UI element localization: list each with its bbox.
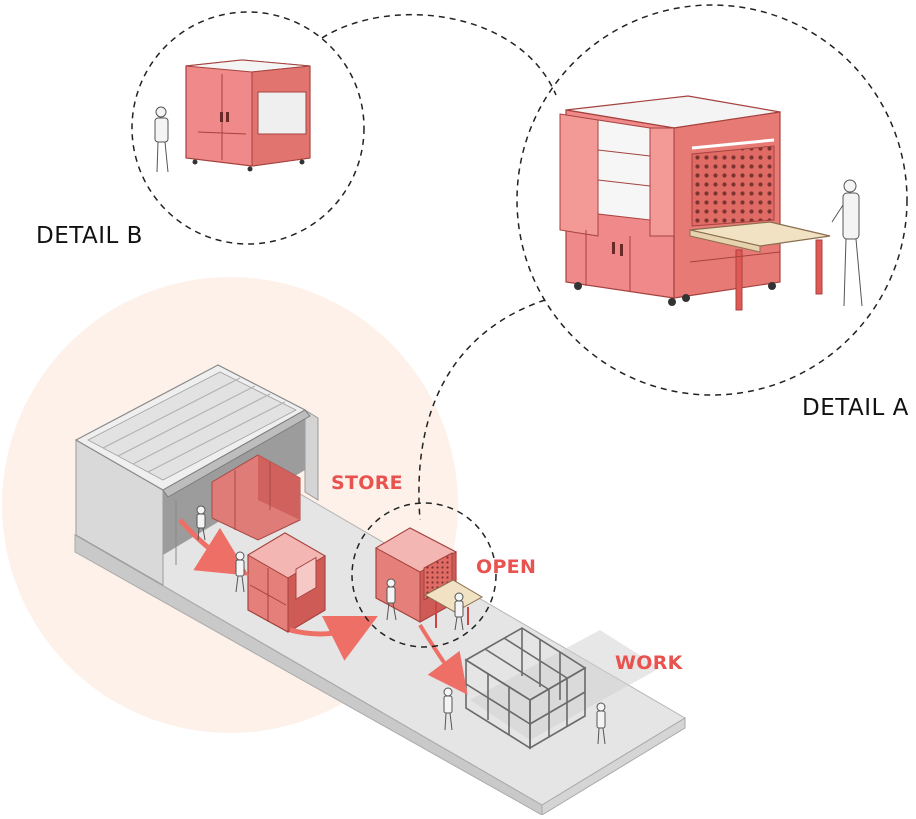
person-near-building [196,505,206,541]
store-stage-label: STORE [331,472,403,494]
person-at-frame-right [596,702,606,745]
open-stage-callout-circle [351,502,497,648]
person-pushing-cabinet [235,551,245,593]
cabinet-in-transit [247,532,326,633]
detail-a-label: DETAIL A [802,395,909,421]
detail-b-label: DETAIL B [36,223,143,249]
people-figures [196,505,606,745]
arrow-transit-to-open [289,616,378,661]
flow-arrows [178,518,468,695]
detail-a-cabinet [559,95,863,311]
callout-outlines [131,4,908,648]
person-opening-cabinet [386,578,397,621]
detail-b-cabinet [154,59,311,173]
person-at-table [454,592,464,631]
arrow-store-to-transit [178,518,249,576]
detail-b-callout-circle [131,11,365,245]
detail-a-callout-circle [516,4,908,396]
arrow-open-to-work [418,623,468,695]
person-at-frame-left [443,687,453,731]
detail-b-connector [321,14,557,96]
open-stage-label: OPEN [476,556,537,578]
work-stage-label: WORK [615,652,683,674]
